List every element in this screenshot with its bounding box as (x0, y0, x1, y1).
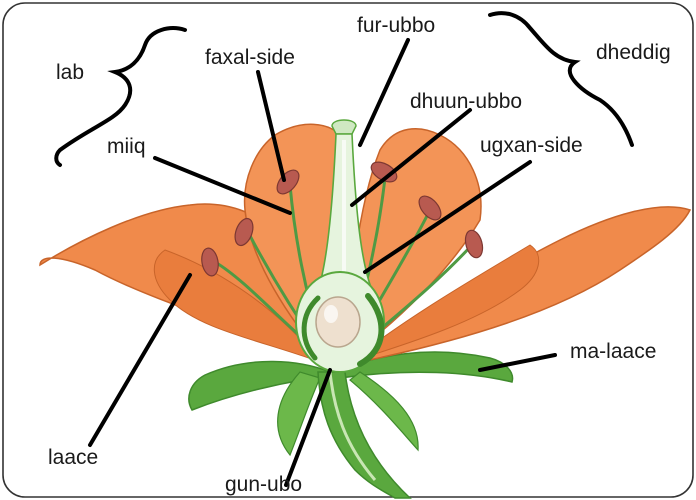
label-fur-ubbo: fur-ubbo (357, 15, 435, 36)
label-gun-ubo: gun-ubo (225, 474, 302, 495)
label-faxal-side: faxal-side (205, 47, 295, 68)
label-dheddig: dheddig (596, 42, 671, 63)
label-ma-laace: ma-laace (570, 341, 656, 362)
stigma (332, 120, 356, 134)
label-lab: lab (56, 62, 84, 83)
label-ugxan-side: ugxan-side (480, 135, 583, 156)
label-miiq: miiq (107, 136, 146, 157)
ovule (316, 297, 360, 347)
label-dhuun-ubbo: dhuun-ubbo (410, 91, 522, 112)
dheddig-brace (490, 13, 632, 145)
label-laace: laace (48, 447, 98, 468)
